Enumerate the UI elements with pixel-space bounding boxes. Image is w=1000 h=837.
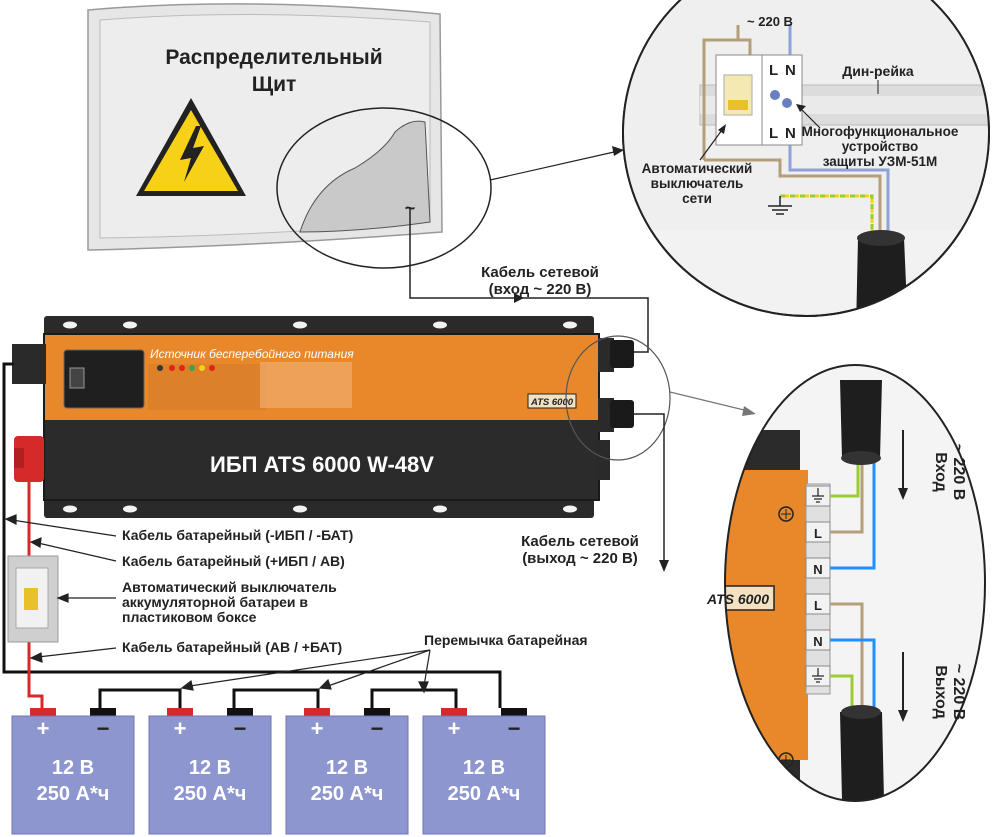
bat-breaker-label-line1: Автоматический выключатель: [122, 579, 337, 595]
connector-zoom-ring: [565, 335, 671, 461]
terminal-N-top: N: [785, 62, 796, 79]
zoom-distribution-board: ~ 220 В L N L N Дин-рейка Многофункциона…: [622, 0, 990, 317]
ground-terminal-icon: [812, 488, 824, 503]
in-voltage-label: ~ 220 В: [950, 444, 967, 500]
battery-plus-sign: +: [37, 716, 50, 741]
mains-in-label-line1: Кабель сетевой: [481, 264, 599, 281]
terminal-out-L: L: [814, 598, 822, 613]
terminal-out-N: N: [813, 634, 822, 649]
uzm-label-line1: Многофункциональное: [802, 124, 959, 139]
bat-pos-label: Кабель батарейный (+ИБП / АВ): [122, 553, 345, 569]
battery-minus-sign: −: [234, 716, 247, 741]
zoom-ups-terminals: ATS 6000 L N L N Вход ~ 220 В Выход ~ 22…: [706, 364, 986, 802]
zoom-model-badge: ATS 6000: [706, 591, 769, 607]
ups-header: Источник бесперебойного питания: [150, 347, 354, 361]
breaker-label-line1: Автоматический: [642, 161, 753, 176]
din-rail-label: Дин-рейка: [842, 63, 914, 79]
battery-voltage: 12 В: [52, 757, 94, 779]
ground-terminal-out-icon: [812, 668, 824, 683]
battery-capacity: 250 А*ч: [448, 783, 521, 805]
bat-av-label: Кабель батарейный (АВ / +БАТ): [122, 639, 342, 655]
bat-breaker-label-line3: пластиковом боксе: [122, 609, 257, 625]
in-label: Вход: [932, 452, 949, 492]
terminal-L-top: L: [769, 62, 778, 79]
battery-voltage: 12 В: [326, 757, 368, 779]
battery-wiring: [2, 362, 502, 708]
battery-plus-sign: +: [448, 716, 461, 741]
mains-out-label-line2: (выход ~ 220 В): [522, 550, 638, 567]
panel-title-line1: Распределительный: [165, 46, 382, 69]
high-voltage-warning-icon: [136, 98, 246, 196]
battery-minus-sign: −: [508, 716, 521, 741]
terminal-in-N: N: [813, 562, 822, 577]
bat-breaker-label-line2: аккумуляторной батареи в: [122, 594, 308, 610]
jumper-label: Перемычка батарейная: [424, 632, 588, 648]
panel-title-line2: Щит: [252, 73, 297, 96]
battery-minus-sign: −: [371, 716, 384, 741]
battery-capacity: 250 А*ч: [37, 783, 110, 805]
battery-2: + −12 В 250 А*ч: [148, 708, 272, 835]
battery-3: + −12 В 250 А*ч: [285, 708, 409, 835]
terminal-L-bottom: L: [769, 125, 778, 142]
battery-voltage: 12 В: [463, 757, 505, 779]
battery-capacity: 250 А*ч: [174, 783, 247, 805]
panel-zoom-ring: [276, 107, 492, 269]
out-voltage-label: ~ 220 В: [950, 664, 967, 720]
uzm-label-line2: устройство: [842, 139, 919, 154]
mains-out-label-line1: Кабель сетевой: [521, 533, 639, 550]
battery-4: + −12 В 250 А*ч: [422, 708, 546, 835]
out-label: Выход: [932, 665, 949, 718]
terminal-N-bottom: N: [785, 125, 796, 142]
distribution-panel: Распределительный Щит ~: [87, 3, 492, 269]
mains-in-label-line2: (вход ~ 220 В): [489, 281, 592, 298]
breaker-label-line2: выключатель: [651, 176, 744, 191]
uzm-label-line3: защиты УЗМ-51М: [823, 154, 937, 169]
status-leds: [157, 365, 215, 371]
battery-1: + −12 В 250 А*ч: [11, 708, 135, 835]
battery-plus-sign: +: [311, 716, 324, 741]
bat-neg-label: Кабель батарейный (-ИБП / -БАТ): [122, 527, 353, 543]
ups-model-badge: ATS 6000: [530, 397, 574, 408]
breaker-label-line3: сети: [682, 191, 712, 206]
battery-capacity: 250 А*ч: [311, 783, 384, 805]
ups-name: ИБП ATS 6000 W-48V: [210, 452, 434, 477]
ups-unit: Источник бесперебойного питания ATS 6000…: [12, 316, 634, 518]
zoom-voltage-label: ~ 220 В: [747, 14, 793, 29]
battery-minus-sign: −: [97, 716, 110, 741]
terminal-in-L: L: [814, 526, 822, 541]
battery-voltage: 12 В: [189, 757, 231, 779]
battery-plus-sign: +: [174, 716, 187, 741]
mains-connectors: [596, 338, 634, 480]
